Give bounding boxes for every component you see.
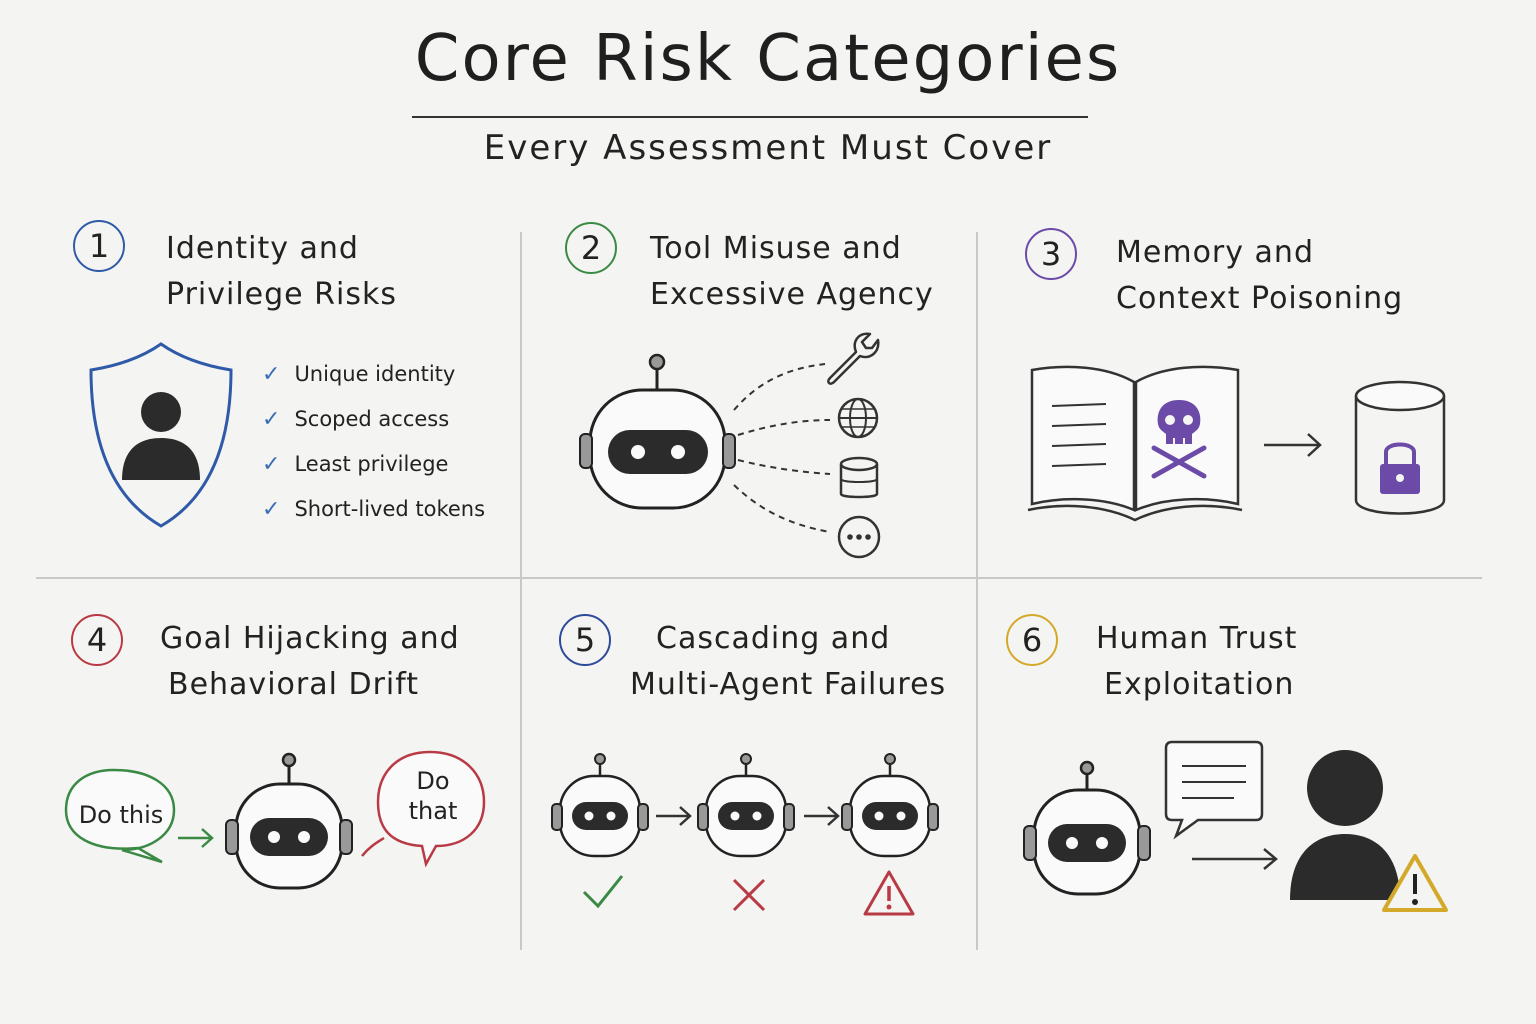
arrow-right-icon <box>656 806 692 826</box>
warning-icon <box>1382 854 1448 912</box>
heading-line-1: Memory and <box>1116 235 1314 270</box>
heading-line-1: Tool Misuse and <box>650 231 902 266</box>
grid-divider-vertical-2 <box>976 232 978 950</box>
page-title: Core Risk Categories <box>414 22 1122 96</box>
robot-icon <box>551 753 649 858</box>
check-icon: ✓ <box>262 362 281 387</box>
open-book-icon <box>1027 365 1243 522</box>
category-number-badge: 3 <box>1025 228 1077 280</box>
grid-divider-horizontal <box>36 577 1482 579</box>
heading-line-1: Human Trust <box>1096 621 1298 656</box>
locked-database-icon <box>1354 380 1446 515</box>
category-heading: Human Trust Exploitation <box>1096 616 1297 708</box>
category-heading: Tool Misuse and Excessive Agency <box>650 226 934 318</box>
checklist: ✓Unique identity ✓Scoped access ✓Least p… <box>262 356 485 536</box>
category-heading: Identity and Privilege Risks <box>166 226 397 318</box>
category-number-badge: 4 <box>71 614 123 666</box>
checklist-item: ✓Unique identity <box>262 362 456 387</box>
speech-bubble-left-text: Do this <box>78 801 164 829</box>
person-icon <box>1290 750 1400 900</box>
speech-bubble-left <box>64 768 176 864</box>
category-number-badge: 2 <box>565 222 617 274</box>
category-number-badge: 1 <box>73 220 125 272</box>
speech-bubble-icon <box>1164 740 1264 840</box>
tool-connections <box>733 363 831 533</box>
arrow-right-icon <box>1264 433 1322 457</box>
robot-icon <box>1023 760 1151 896</box>
heading-line-1: Goal Hijacking and <box>160 621 460 656</box>
grid-divider-vertical-1 <box>520 232 522 950</box>
database-icon <box>839 456 879 499</box>
check-icon: ✓ <box>262 452 281 477</box>
robot-icon <box>225 752 353 890</box>
arrow-right-icon <box>804 806 840 826</box>
skull-crossbones-icon <box>1151 400 1207 479</box>
heading-line-2: Excessive Agency <box>650 277 934 312</box>
checklist-item: ✓Least privilege <box>262 452 449 477</box>
more-icon <box>837 515 881 559</box>
category-heading: Goal Hijacking and Behavioral Drift <box>160 616 460 708</box>
globe-icon <box>837 397 879 439</box>
heading-line-2: Behavioral Drift <box>168 667 420 702</box>
speech-bubble-right-text: Do that <box>408 767 458 825</box>
category-heading: Memory and Context Poisoning <box>1116 230 1403 322</box>
heading-line-2: Privilege Risks <box>166 277 397 312</box>
arrow-right-icon <box>178 828 214 848</box>
heading-line-1: Identity and <box>166 231 359 266</box>
category-number-badge: 5 <box>559 614 611 666</box>
wrench-icon <box>827 332 880 385</box>
speech-bubble-right <box>361 750 486 868</box>
title-underline <box>412 116 1088 118</box>
checklist-item: ✓Short-lived tokens <box>262 497 486 522</box>
warning-icon <box>863 870 915 916</box>
heading-line-2: Context Poisoning <box>1116 281 1404 316</box>
category-heading: Cascading and Multi-Agent Failures <box>630 616 946 708</box>
page-subtitle: Every Assessment Must Cover <box>483 128 1053 168</box>
heading-line-2: Exploitation <box>1104 667 1295 702</box>
robot-icon <box>579 353 736 510</box>
arrow-right-icon <box>1192 848 1278 870</box>
checklist-item: ✓Scoped access <box>262 407 450 432</box>
shield-user-icon <box>89 342 233 528</box>
robot-icon <box>841 753 939 858</box>
heading-line-1: Cascading and <box>656 621 891 656</box>
check-icon <box>582 875 624 909</box>
check-icon: ✓ <box>262 407 281 432</box>
heading-line-2: Multi-Agent Failures <box>630 667 947 702</box>
robot-icon <box>697 753 795 858</box>
category-number-badge: 6 <box>1006 614 1058 666</box>
check-icon: ✓ <box>262 497 281 522</box>
cross-icon <box>732 878 766 912</box>
